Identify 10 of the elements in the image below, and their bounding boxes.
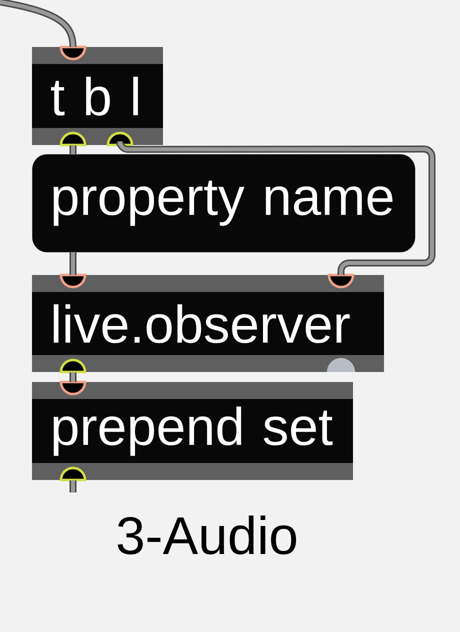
object-box: t b l (32, 46, 163, 146)
object-label: 3-Audio (118, 516, 296, 554)
message-box: property name (32, 154, 416, 252)
patch-cord (70, 145, 76, 154)
patch-cord (70, 480, 76, 492)
object-box: live.observer (32, 274, 384, 374)
patch-cord (0, 0, 76, 48)
object-box: prepend set (32, 380, 353, 482)
patch-cord (70, 252, 76, 275)
patch-cord (70, 372, 76, 382)
